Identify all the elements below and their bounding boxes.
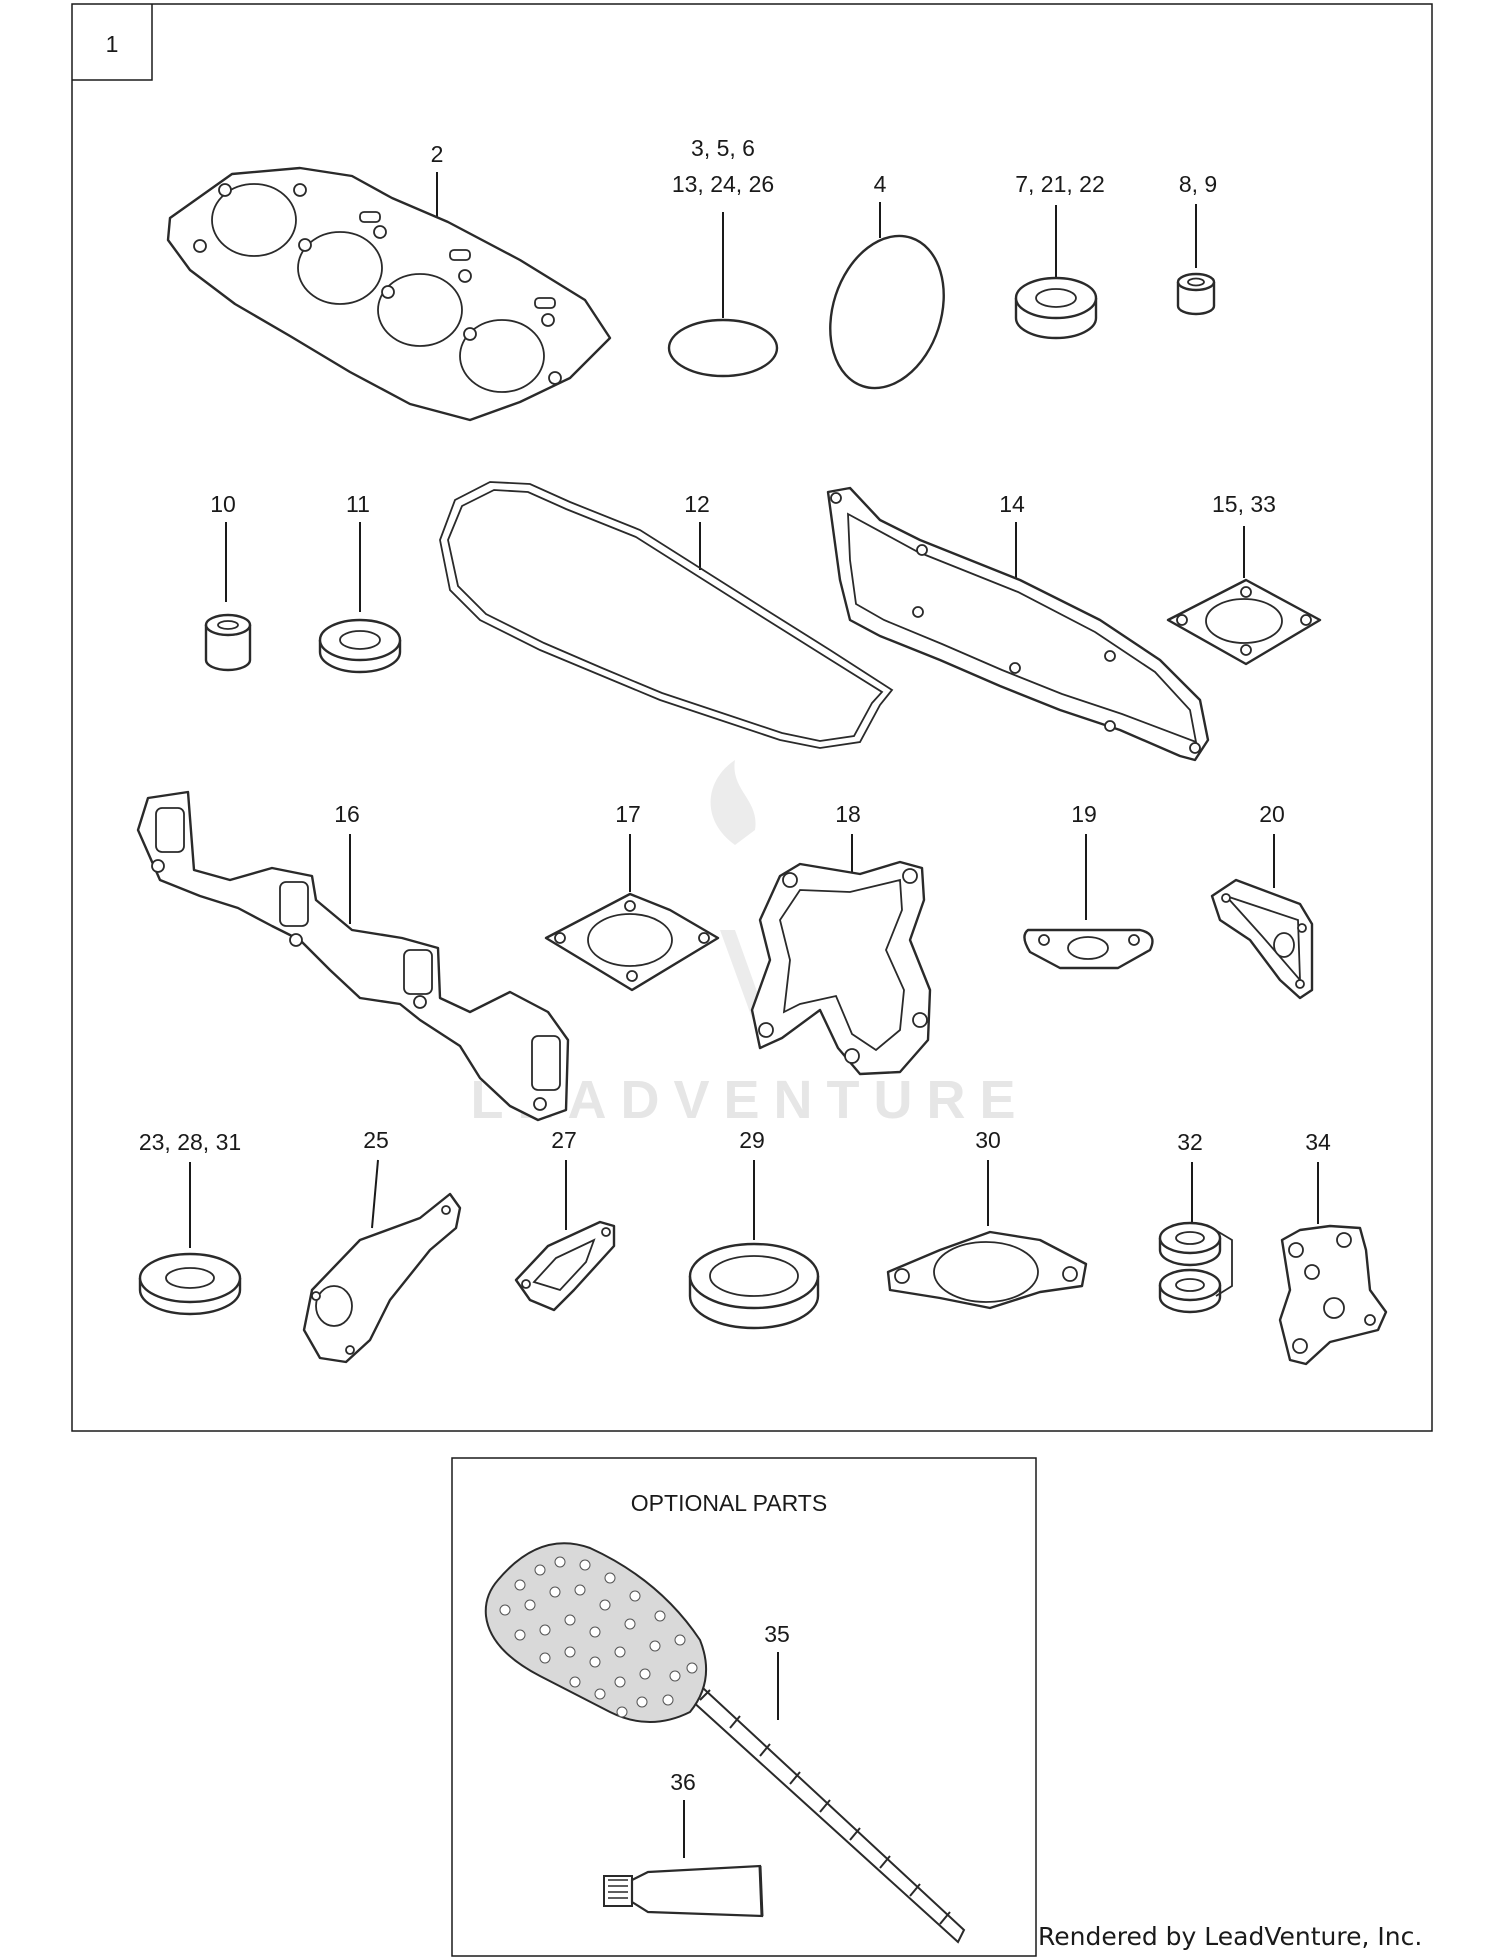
optional-parts-title: OPTIONAL PARTS xyxy=(631,1490,827,1516)
part-14-manifold-gasket xyxy=(826,486,1210,762)
part-11-seal-ring xyxy=(318,618,402,674)
part-3-o-ring xyxy=(667,318,779,378)
part-19-oval-gasket xyxy=(1023,928,1154,970)
part-15-square-gasket xyxy=(1166,578,1322,666)
part-10-bushing xyxy=(204,613,252,672)
part-12-cover-gasket xyxy=(439,481,894,749)
part-34-plate-gasket xyxy=(1278,1224,1388,1366)
part-35-cleaning-brush xyxy=(484,1542,966,1944)
part-2-head-gasket xyxy=(166,166,612,422)
callout-19: 19 xyxy=(1071,801,1097,827)
callout-3-line1: 3, 5, 6 xyxy=(691,135,755,161)
callout-29: 29 xyxy=(739,1127,765,1153)
footer-credit: Rendered by LeadVenture, Inc. xyxy=(1038,1922,1423,1951)
part-30-oval-flange-gasket xyxy=(886,1230,1088,1310)
callout-15: 15, 33 xyxy=(1212,491,1276,517)
part-32-double-ring xyxy=(1158,1221,1233,1314)
main-box-label: 1 xyxy=(106,31,119,57)
part-8-valve-stem-seal xyxy=(1176,272,1216,316)
callout-12: 12 xyxy=(684,491,710,517)
callout-17: 17 xyxy=(615,801,641,827)
callout-20: 20 xyxy=(1259,801,1285,827)
callout-23: 23, 28, 31 xyxy=(139,1129,241,1155)
part-20-bracket-gasket xyxy=(1210,878,1314,1000)
callout-14: 14 xyxy=(999,491,1025,517)
optional-parts-frame xyxy=(451,1457,1037,1957)
part-27-thermostat-gasket xyxy=(514,1220,616,1312)
callout-32: 32 xyxy=(1177,1129,1203,1155)
part-25-elbow-gasket xyxy=(302,1192,462,1364)
callout-18: 18 xyxy=(835,801,861,827)
part-17-flange-gasket xyxy=(544,892,720,992)
callout-11: 11 xyxy=(346,491,370,517)
part-16-exhaust-gasket xyxy=(136,790,570,1122)
part-23-washer xyxy=(138,1252,242,1316)
callout-16: 16 xyxy=(334,801,360,827)
callout-27: 27 xyxy=(551,1127,577,1153)
callout-10: 10 xyxy=(210,491,236,517)
callout-25: 25 xyxy=(363,1127,389,1153)
part-29-large-washer xyxy=(688,1242,820,1330)
callout-4: 4 xyxy=(874,171,887,197)
main-parts-frame xyxy=(71,3,1433,1432)
part-18-water-pump-gasket xyxy=(750,860,932,1076)
part-7-oil-seal xyxy=(1014,276,1098,340)
callout-30: 30 xyxy=(975,1127,1001,1153)
callout-2: 2 xyxy=(431,141,444,167)
main-box-label-cell xyxy=(72,4,153,81)
callout-36: 36 xyxy=(670,1769,696,1795)
callout-7: 7, 21, 22 xyxy=(1015,171,1105,197)
callout-34: 34 xyxy=(1305,1129,1331,1155)
callout-8: 8, 9 xyxy=(1179,171,1217,197)
part-4-large-o-ring xyxy=(829,234,945,390)
leader-25 xyxy=(371,1159,379,1229)
callout-35: 35 xyxy=(764,1621,790,1647)
callout-3-line2: 13, 24, 26 xyxy=(672,171,774,197)
part-36-sealant-tube xyxy=(603,1864,764,1918)
